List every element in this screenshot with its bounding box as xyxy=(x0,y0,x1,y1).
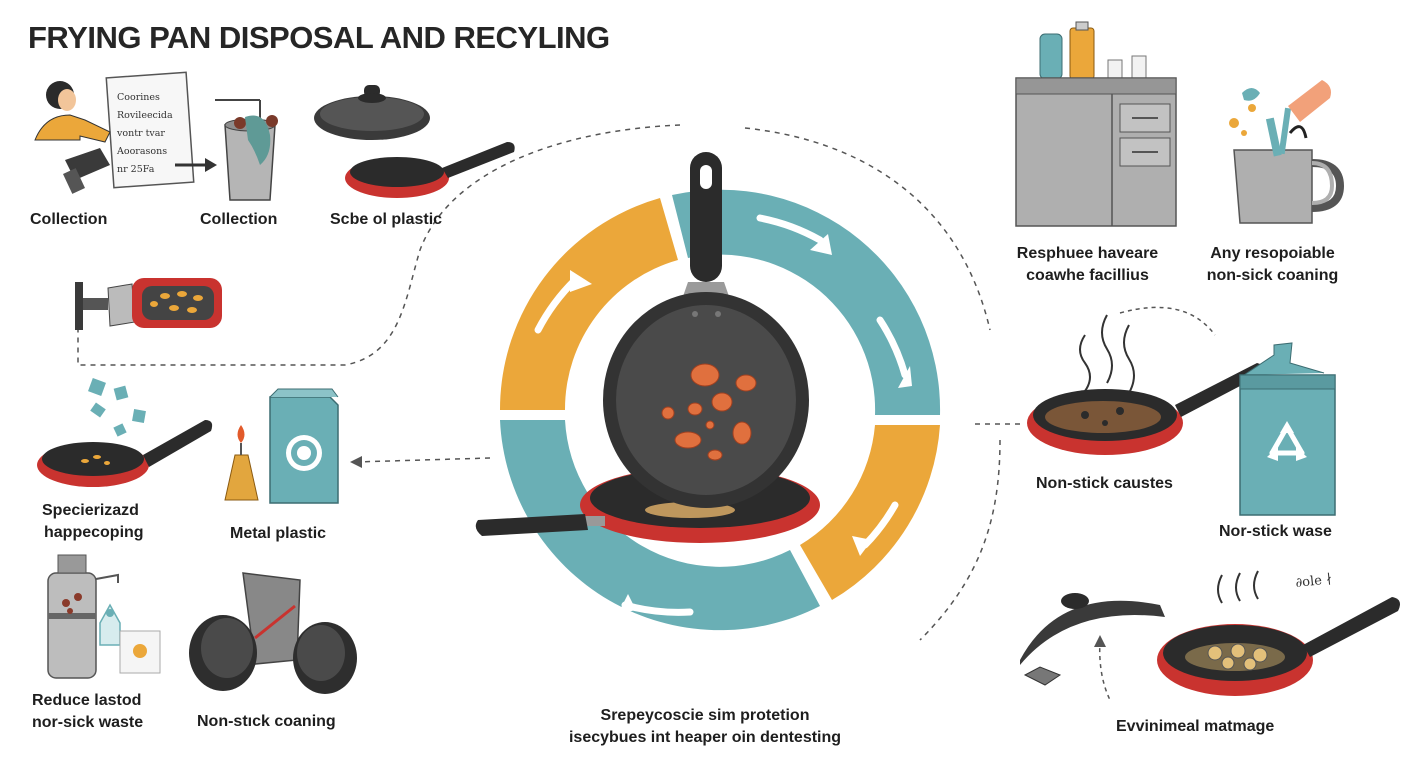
recycle-bin-illustration xyxy=(1239,342,1336,516)
facility-cabinet-illustration xyxy=(1015,21,1177,227)
label-metal-plastic: Metal plastic xyxy=(230,525,327,542)
label-center-line-1: Srepeycoscie sim protetion xyxy=(600,707,810,724)
label-center: Srepeycoscie sim protetion isecybues int… xyxy=(545,705,865,749)
label-responsible-line-1: Any resopoiable xyxy=(1210,245,1335,262)
label-facility-line-2: coawhe facillius xyxy=(1026,267,1149,284)
specialized-pan-illustration xyxy=(37,378,213,487)
steaming-pan-illustration xyxy=(1027,306,1264,455)
collection-person-illustration: Coorines Rovileecida vontr tvar Aoorason… xyxy=(34,71,217,194)
note-line-2: Rovileecida xyxy=(117,110,173,121)
label-specialized-line-1: Specierizazd xyxy=(42,502,139,519)
note-line-3: vontr tvar xyxy=(116,128,165,139)
ring-segment-teal-top xyxy=(672,189,941,415)
label-specialized: Specierizazd happecoping xyxy=(42,500,144,544)
ring-arrow-3 xyxy=(876,316,909,379)
label-nonstick-caustes: Non-stick caustes xyxy=(1036,475,1173,492)
label-collection-2: Collection xyxy=(200,211,278,228)
cycle-ring xyxy=(499,189,941,631)
ring-arrow-2 xyxy=(756,214,824,244)
label-facility: Resphuee haveare coawhe facillius xyxy=(995,243,1180,287)
ring-arrowhead-4 xyxy=(852,536,872,556)
label-specialized-line-2: happecoping xyxy=(44,524,144,541)
nonstick-coating-pans-illustration xyxy=(189,572,357,694)
label-scrap-plastic: Scbe ol plastic xyxy=(330,211,443,228)
label-reduce: Reduce lastod nor-sick waste xyxy=(32,690,143,734)
metal-plastic-illustration xyxy=(224,388,339,504)
label-environmental: Evvinimeal matmage xyxy=(1116,718,1275,735)
note-line-4: Aoorasons xyxy=(116,146,167,157)
label-nonstick-coaning: Non-stıck coaning xyxy=(197,713,336,730)
reduce-waste-illustration xyxy=(47,554,161,679)
dashed-connector-left xyxy=(77,124,681,366)
label-reduce-line-1: Reduce lastod xyxy=(32,692,142,709)
label-center-line-2: isecybues int heaper oin dentesting xyxy=(568,729,842,746)
dashed-arrow-to-metal xyxy=(354,457,491,463)
ring-arrowhead-5 xyxy=(618,594,636,614)
label-responsible: Any resopoiable non-sick coaning xyxy=(1185,243,1360,287)
label-nonstick-wase: Nor-stick wase xyxy=(1219,523,1332,540)
center-upright-pan xyxy=(603,152,809,508)
ring-segment-orange-bottom xyxy=(800,425,940,600)
note-line-5: nr 25Fa xyxy=(117,164,155,175)
lid-and-pan-illustration xyxy=(314,85,515,198)
arrowhead-left xyxy=(350,456,362,468)
page-title: FRYING PAN DISPOSAL AND RECYLING xyxy=(28,20,610,55)
label-collection-1: Collection xyxy=(30,211,108,228)
label-facility-line-1: Resphuee haveare xyxy=(1016,245,1159,262)
lid-and-stew-pan-illustration: ∂ole ∤ xyxy=(1020,570,1400,701)
dashed-connector-right-top xyxy=(744,127,991,331)
recycling-mug-illustration xyxy=(1229,80,1345,224)
ring-arrowhead-3 xyxy=(898,366,912,388)
scribble-text: ∂ole ∤ xyxy=(1295,572,1333,591)
note-line-1: Coorines xyxy=(117,92,160,103)
dashed-connector-right-bottom xyxy=(919,439,1001,641)
ring-arrowhead-2 xyxy=(810,234,832,255)
shredder-device-illustration xyxy=(75,278,222,330)
ring-segment-teal-bottom xyxy=(500,420,820,631)
label-responsible-line-2: non-sick coaning xyxy=(1206,267,1339,284)
label-reduce-line-2: nor-sick waste xyxy=(32,714,144,731)
ring-arrowhead-1 xyxy=(570,270,592,292)
ring-segment-orange-top xyxy=(499,198,678,410)
collection-bin-illustration xyxy=(215,99,278,201)
